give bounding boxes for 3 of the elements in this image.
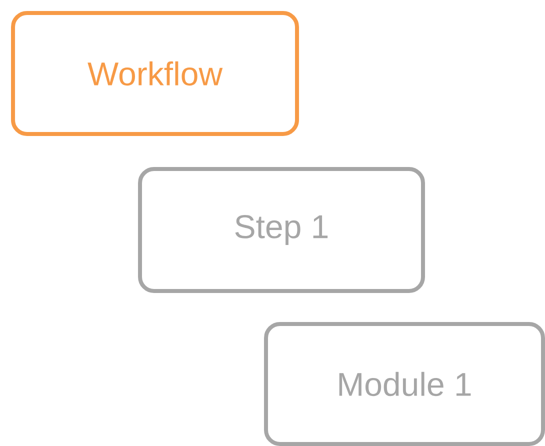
rounded-box: Module 1 <box>264 322 545 446</box>
rounded-box: Step 1 <box>138 167 425 293</box>
rounded-box: Workflow <box>11 11 299 136</box>
